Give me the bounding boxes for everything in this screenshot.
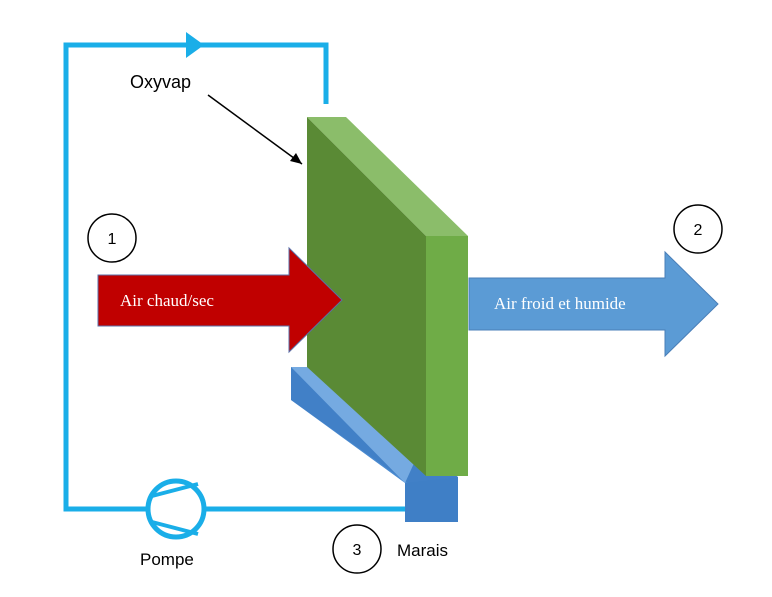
svg-text:2: 2: [694, 222, 703, 239]
device-label: Oxyvap: [130, 72, 191, 92]
pump-icon: [145, 478, 207, 540]
outlet-air-label: Air froid et humide: [494, 294, 626, 313]
device-pointer-arrowhead-icon: [290, 153, 302, 164]
step-marker-1: 1: [87, 213, 137, 263]
outlet-air-arrow: [468, 250, 719, 358]
svg-text:3: 3: [353, 542, 362, 559]
pump-label: Pompe: [140, 550, 194, 569]
marsh-label: Marais: [397, 541, 448, 560]
water-loop-pipe: [63, 42, 329, 512]
inlet-air-arrow: [97, 246, 343, 354]
flow-arrowhead-icon: [186, 32, 204, 58]
inlet-air-label: Air chaud/sec: [120, 291, 214, 310]
device-pointer-line: [207, 94, 303, 165]
step-marker-3: 3: [332, 524, 382, 574]
oxyvap-panel: [307, 117, 468, 476]
svg-text:1: 1: [108, 231, 117, 248]
step-marker-2: 2: [673, 204, 723, 254]
